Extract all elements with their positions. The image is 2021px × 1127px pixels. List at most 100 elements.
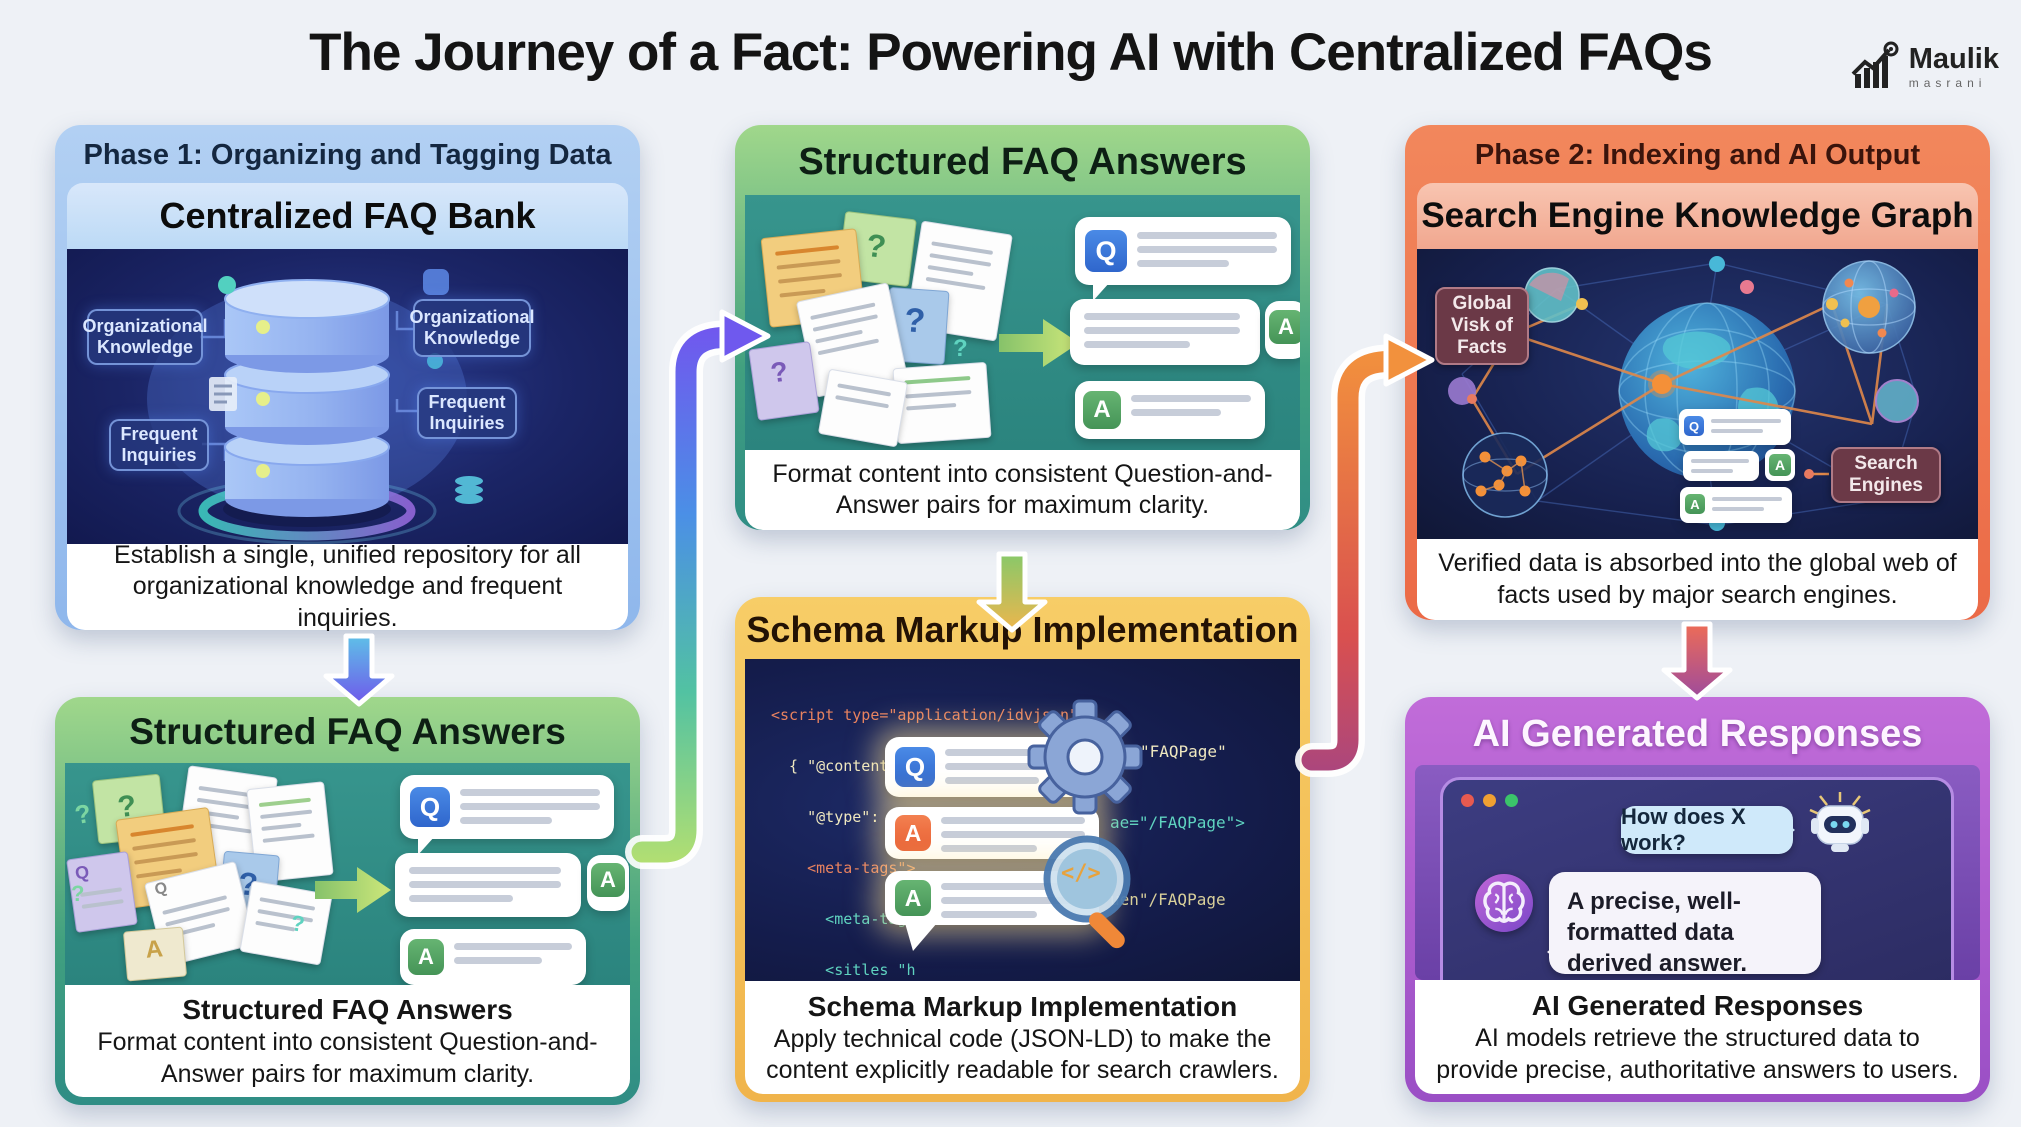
a-badge: A: [591, 863, 625, 897]
label-frequent-inquiries-left: Frequent Inquiries: [109, 419, 209, 471]
ai-illustration: How does X work?: [1415, 765, 1980, 980]
down-arrow-ai: [1661, 621, 1733, 701]
mini-answer-bubble: [1683, 451, 1759, 481]
phase2-caption: Verified data is absorbed into the globa…: [1417, 539, 1978, 620]
panel-ai-responses: AI Generated Responses How does X work?: [1405, 697, 1990, 1102]
a-mark: A: [144, 935, 165, 964]
brain-icon: [1475, 874, 1533, 932]
window-dot-amber: [1483, 794, 1496, 807]
question-bubble: Q: [1075, 217, 1291, 301]
mini-question-bubble: Q: [1679, 409, 1791, 445]
paper-doc: [239, 880, 333, 966]
phase1-title: Centralized FAQ Bank: [67, 183, 628, 249]
sticky-note-cream: A: [122, 926, 188, 982]
question-mark: ?: [72, 797, 94, 831]
label-global-facts: Global Visk of Facts: [1435, 287, 1529, 365]
phase2-title: Search Engine Knowledge Graph: [1417, 183, 1978, 249]
chat-window: How does X work?: [1440, 777, 1954, 980]
answer-bubble-orange: A: [885, 807, 1099, 859]
schema-caption: Schema Markup Implementation Apply techn…: [745, 981, 1300, 1094]
brand-name: Maulik: [1908, 42, 1999, 75]
phase1-header: Phase 1: Organizing and Tagging Data: [83, 139, 612, 171]
a-badge: A: [1685, 494, 1705, 514]
schema-caption-text: Apply technical code (JSON-LD) to make t…: [766, 1024, 1279, 1085]
faq-mid-illustration: ? ? ? ?: [745, 195, 1300, 450]
label-search-engines: Search Engines: [1831, 447, 1941, 503]
page-title: The Journey of a Fact: Powering AI with …: [309, 23, 1713, 82]
answer-bubble: A: [1075, 381, 1265, 439]
faq-left-caption-text: Format content into consistent Question-…: [97, 1028, 598, 1088]
mini-answer-bubble: A: [1680, 487, 1792, 523]
question-bubble: Q: [885, 737, 1099, 797]
a-badge: A: [1083, 391, 1121, 429]
answer-chip: A: [587, 855, 629, 911]
panel-structured-faq-left: Structured FAQ Answers ? ? Q: [55, 697, 640, 1105]
q-badge: Q: [1684, 416, 1704, 436]
database-graphic: [147, 269, 483, 544]
brand-logo: Maulik masrani: [1849, 40, 1999, 94]
knowledge-graph-illustration: Global Visk of Facts Search Engines Q A …: [1417, 249, 1978, 539]
faq-bank-illustration: Organizational Knowledge Organizational …: [67, 249, 628, 544]
mini-answer-chip: A: [1765, 449, 1795, 481]
brand-subname: masrani: [1908, 75, 1987, 90]
faq-mid-title: Structured FAQ Answers: [798, 141, 1247, 183]
label-frequent-inquiries-right: Frequent Inquiries: [417, 387, 517, 439]
answer-bubble: A: [400, 929, 586, 985]
paper-doc: [817, 368, 909, 448]
ai-caption-text: AI models retrieve the structured data t…: [1436, 1024, 1959, 1084]
code-fragment-mid: ae="/FAQPage">: [1110, 813, 1245, 832]
down-arrow-phase1: [323, 633, 395, 707]
faq-left-illustration: ? ? Q ? Q: [65, 763, 630, 985]
question-mark: ?: [71, 881, 85, 906]
sticky-note-purple: ?: [748, 341, 820, 421]
robot-icon: [1809, 792, 1871, 852]
phase1-caption-text: Establish a single, unified repository f…: [114, 540, 581, 632]
panel-schema-markup: Schema Markup Implementation <script typ…: [735, 597, 1310, 1102]
paper-doc: [892, 361, 992, 445]
faq-left-title: Structured FAQ Answers: [129, 711, 566, 752]
q-mark: Q: [152, 879, 170, 899]
ai-caption: AI Generated Responses AI models retriev…: [1415, 980, 1980, 1094]
bar-chart-logo-icon: [1851, 41, 1899, 88]
panel-phase2: Phase 2: Indexing and AI Output Search E…: [1405, 125, 1990, 620]
faq-left-caption: Structured FAQ Answers Format content in…: [65, 985, 630, 1097]
q-badge: Q: [1085, 230, 1127, 272]
a-badge: A: [408, 939, 444, 975]
schema-title: Schema Markup Implementation: [746, 609, 1299, 650]
schema-caption-title: Schema Markup Implementation: [807, 990, 1238, 1022]
panel-phase1: Phase 1: Organizing and Tagging Data Cen…: [55, 125, 640, 632]
code-fragment-bottom: uen"/FAQPage: [1110, 890, 1226, 909]
ai-answer-bubble: A precise, well-formatted data derived a…: [1547, 872, 1821, 977]
a-badge: A: [1769, 454, 1791, 476]
label-organizational-knowledge-right: Organizational Knowledge: [410, 299, 535, 357]
q-badge: Q: [895, 747, 935, 787]
question-mark: ?: [953, 335, 968, 362]
a-badge: A: [895, 880, 931, 916]
question-bubble: Q: [400, 775, 614, 855]
question-mark: ?: [864, 226, 889, 265]
a-badge: A: [1269, 310, 1300, 344]
phase1-caption: Establish a single, unified repository f…: [67, 541, 628, 632]
panel-structured-faq-mid: Structured FAQ Answers ? ? ? ?: [735, 125, 1310, 530]
question-mark: ?: [903, 301, 927, 341]
faq-left-caption-title: Structured FAQ Answers: [182, 994, 513, 1025]
faq-mid-caption: Format content into consistent Question-…: [745, 450, 1300, 530]
answer-bubble: [1070, 299, 1260, 365]
label-organizational-knowledge-left: Organizational Knowledge: [83, 309, 208, 365]
code-slash-glyph: </>: [1061, 861, 1101, 886]
window-dot-green: [1505, 794, 1518, 807]
question-mark: ?: [768, 355, 790, 389]
a-badge: A: [895, 815, 931, 851]
schema-illustration: <script type="application/idvjson"> { "@…: [745, 659, 1300, 981]
ai-caption-title: AI Generated Responses: [1531, 990, 1864, 1021]
answer-chip: A: [1265, 301, 1300, 359]
window-dot-red: [1461, 794, 1474, 807]
ai-title: AI Generated Responses: [1472, 713, 1923, 755]
code-fragment-faqpage: "FAQPage": [1140, 742, 1227, 761]
phase2-header: Phase 2: Indexing and AI Output: [1474, 139, 1921, 171]
phase2-caption-text: Verified data is absorbed into the globa…: [1438, 549, 1957, 609]
q-badge: Q: [410, 787, 450, 827]
faq-mid-caption-text: Format content into consistent Question-…: [772, 459, 1273, 520]
answer-bubble: [395, 853, 581, 917]
